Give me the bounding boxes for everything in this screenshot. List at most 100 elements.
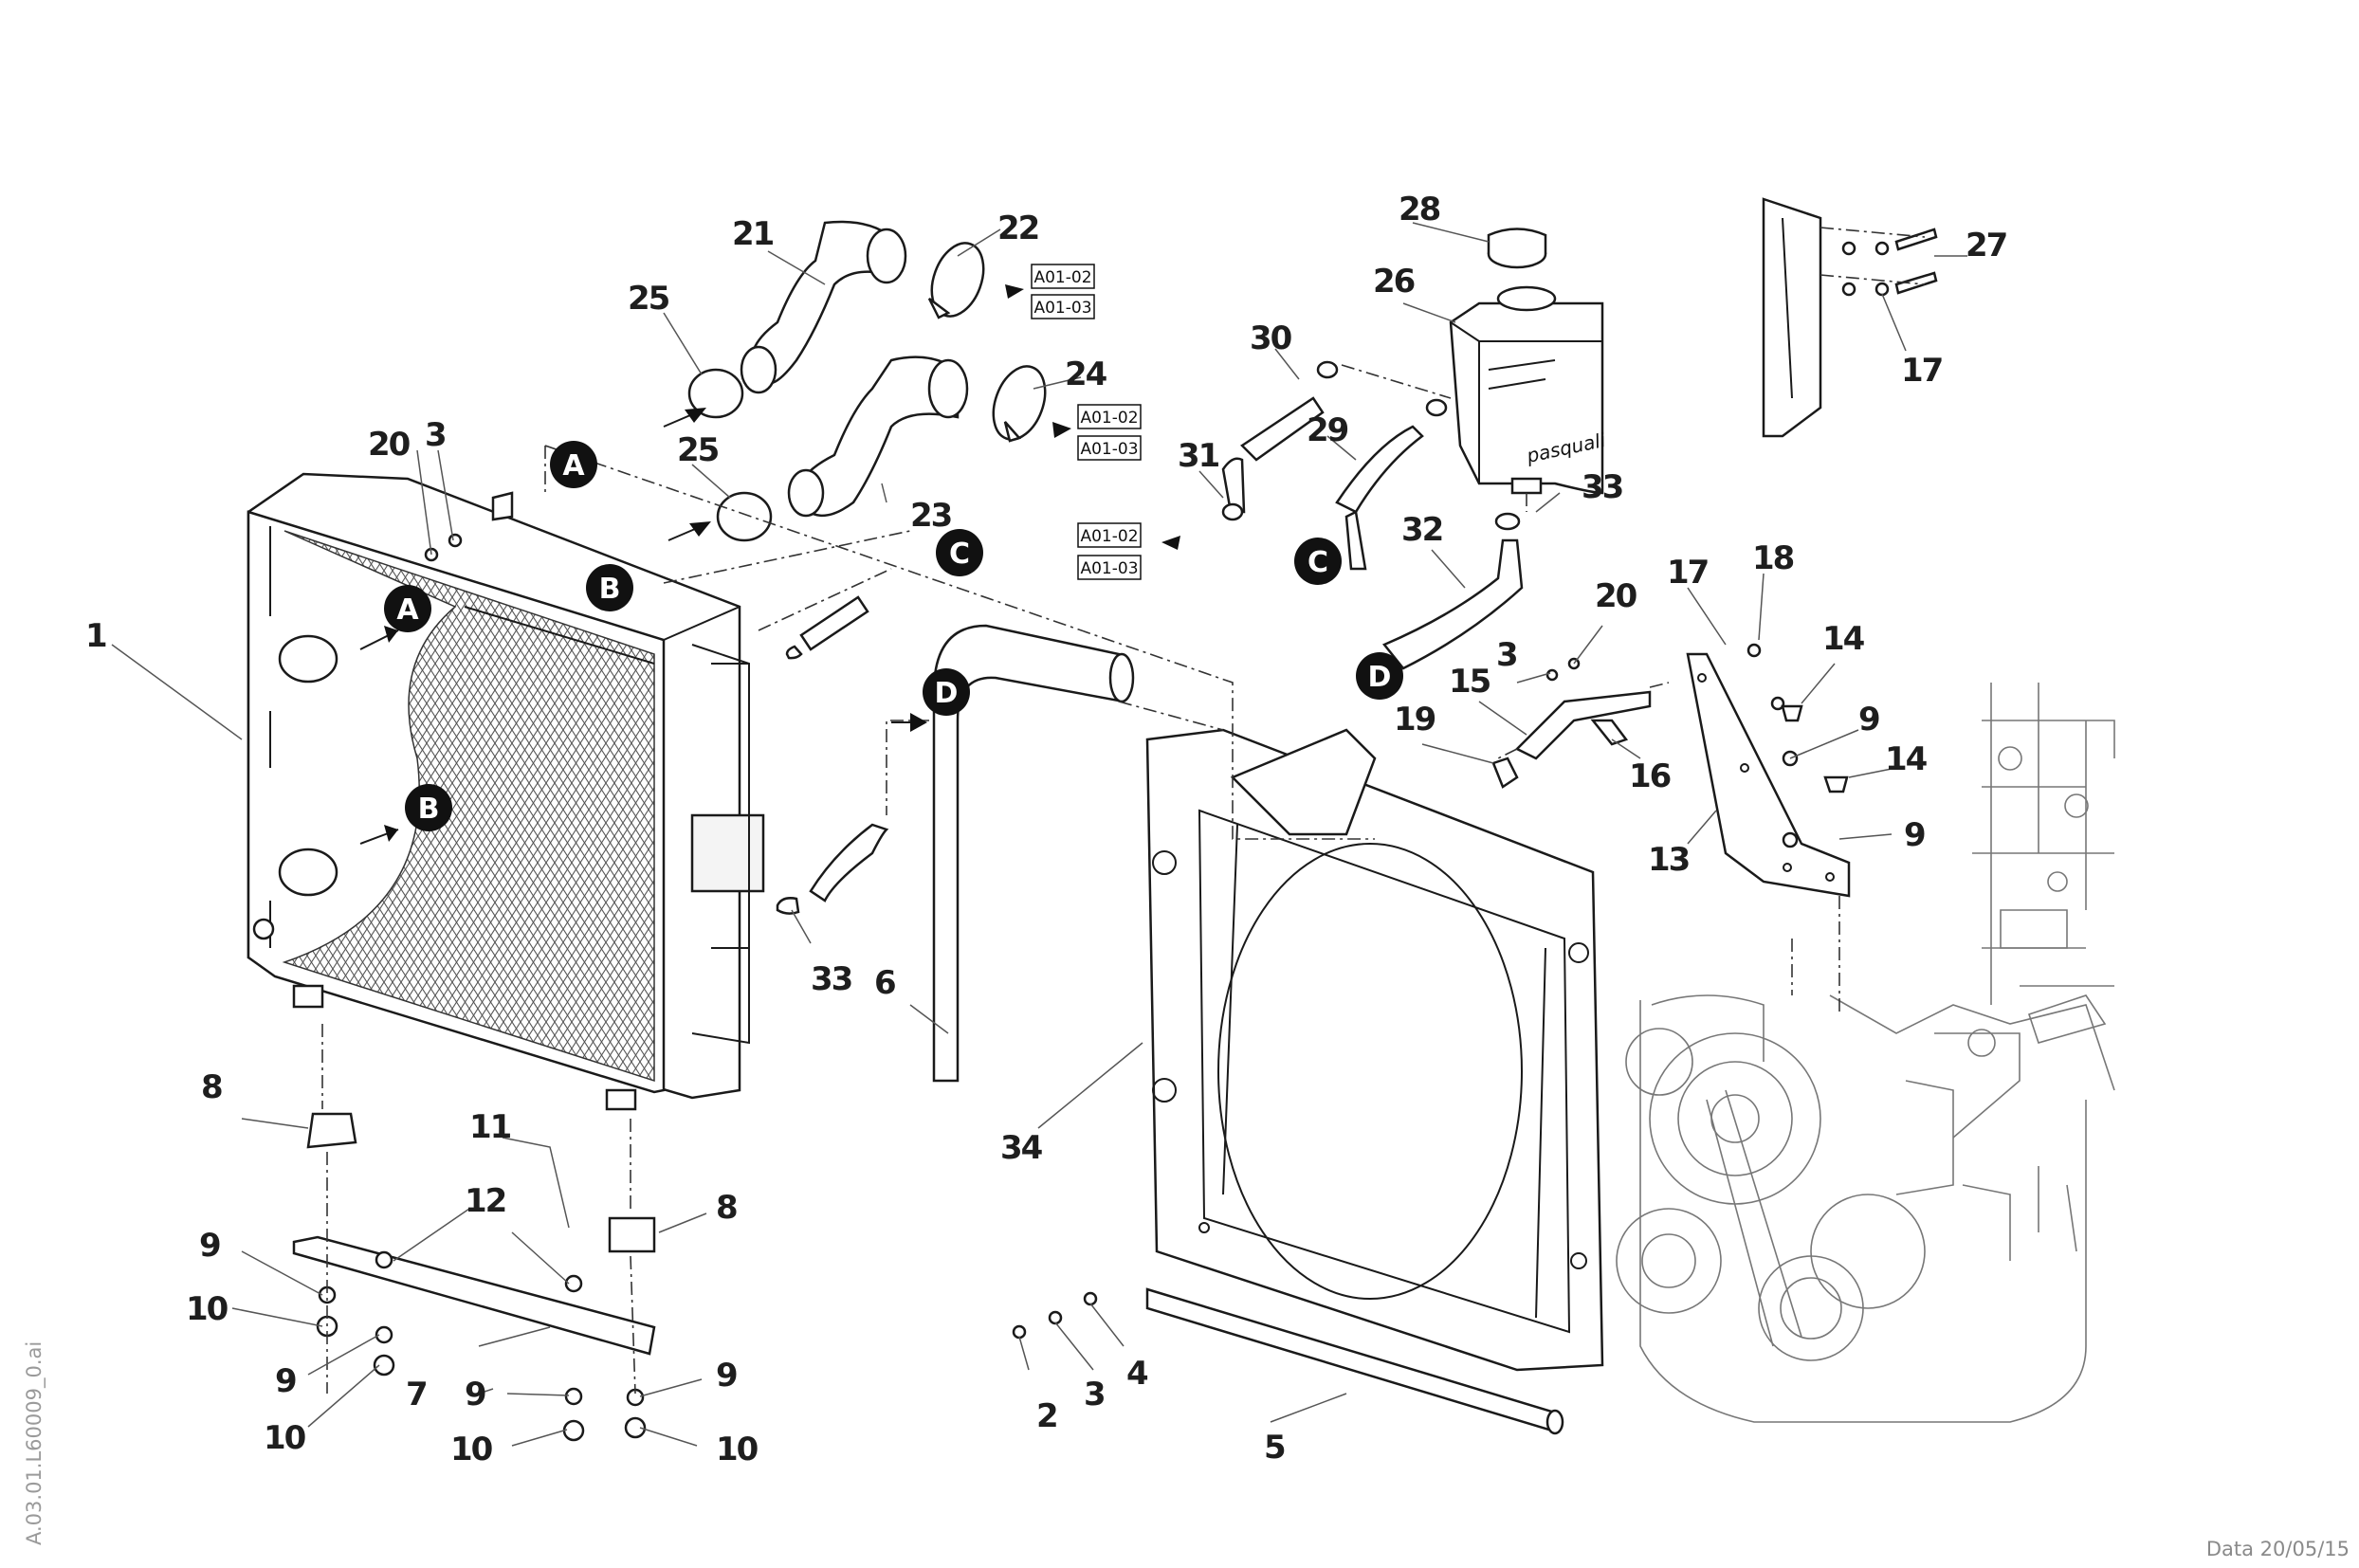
bypass-hose	[776, 823, 889, 915]
part-number-labels: 1 20 3 21 22 25 25 24 23 33 6 34 2 3 4 5…	[85, 191, 2008, 1468]
filler-cap	[1487, 228, 1547, 269]
label-33: 33	[811, 960, 851, 998]
marker-c-tank: C	[1294, 538, 1342, 585]
ref-box-24a: A01-02	[1077, 404, 1142, 429]
label-1: 1	[85, 617, 106, 655]
label-9: 9	[1904, 816, 1925, 854]
label-20: 20	[1595, 577, 1637, 615]
lower-hose	[787, 356, 969, 518]
svg-text:B: B	[418, 793, 440, 826]
marker-b-radiator: B	[405, 784, 452, 831]
marker-a-radiator: A	[384, 585, 431, 632]
label-10: 10	[716, 1431, 759, 1468]
label-14: 14	[1822, 620, 1865, 658]
label-3: 3	[1496, 636, 1517, 674]
hose-clamps	[687, 242, 1047, 542]
label-27: 27	[1966, 227, 2006, 264]
svg-text:A: A	[562, 449, 585, 483]
svg-text:A01-03: A01-03	[1080, 559, 1138, 578]
ref-box-22a: A01-02	[1031, 264, 1095, 289]
label-17: 17	[1667, 554, 1708, 592]
marker-a-top: A	[550, 441, 597, 488]
label-26: 26	[1373, 263, 1415, 301]
label-10: 10	[264, 1419, 306, 1457]
assembly-lines	[321, 227, 1926, 1395]
label-5: 5	[1264, 1429, 1285, 1467]
label-2: 2	[1036, 1397, 1057, 1435]
label-15: 15	[1449, 663, 1490, 701]
rubber-mounts	[306, 757, 1519, 1253]
label-24: 24	[1065, 356, 1107, 393]
label-6: 6	[874, 964, 895, 1002]
fixing-plate-bracket	[1762, 197, 1822, 438]
small-clamps	[1221, 360, 1521, 531]
svg-text:C: C	[1308, 546, 1328, 579]
label-12: 12	[465, 1182, 505, 1220]
label-9: 9	[275, 1362, 296, 1400]
engine-outline	[1616, 683, 2115, 1423]
label-13: 13	[1648, 841, 1689, 879]
label-3: 3	[425, 416, 446, 454]
label-14: 14	[1885, 740, 1928, 778]
ref-box-31b: A01-03	[1077, 555, 1142, 580]
fan-shroud	[1145, 728, 1604, 1372]
svg-text:D: D	[935, 677, 959, 710]
label-16: 16	[1629, 757, 1671, 795]
label-leaders	[111, 222, 1967, 1447]
label-20: 20	[368, 426, 411, 464]
label-31: 31	[1178, 437, 1219, 475]
label-25: 25	[628, 280, 669, 318]
svg-text:A01-02: A01-02	[1080, 527, 1138, 546]
tank-bracket	[1514, 690, 1652, 760]
label-21: 21	[732, 215, 774, 253]
label-22: 22	[997, 210, 1038, 247]
label-9: 9	[199, 1227, 220, 1265]
label-8: 8	[716, 1189, 737, 1227]
ref-box-24b: A01-03	[1077, 435, 1142, 461]
label-25: 25	[677, 431, 719, 469]
label-28: 28	[1399, 191, 1440, 228]
svg-text:C: C	[949, 538, 970, 571]
label-32: 32	[1401, 511, 1442, 549]
flow-arrows	[359, 284, 1180, 845]
label-10: 10	[186, 1290, 229, 1328]
svg-text:A01-03: A01-03	[1080, 440, 1138, 459]
label-7: 7	[406, 1376, 427, 1413]
seal-strip	[1145, 1287, 1564, 1435]
label-34: 34	[1000, 1129, 1043, 1167]
svg-text:D: D	[1368, 661, 1392, 694]
radiator	[247, 472, 765, 1111]
label-29: 29	[1307, 411, 1348, 449]
label-9: 9	[465, 1376, 485, 1413]
marker-d-tank: D	[1356, 652, 1403, 700]
expansion-tank: pasquali	[1449, 285, 1608, 495]
svg-text:A01-02: A01-02	[1033, 268, 1091, 287]
svg-text:A01-02: A01-02	[1080, 409, 1138, 428]
label-33: 33	[1582, 468, 1622, 506]
label-18: 18	[1752, 539, 1794, 577]
marker-d-pipe: D	[923, 668, 970, 716]
cross-reference-boxes: A01-02 A01-03 A01-02 A01-03 A01-02 A01-0…	[1031, 264, 1142, 580]
ref-box-31a: A01-02	[1077, 522, 1142, 548]
label-19: 19	[1394, 701, 1436, 738]
label-30: 30	[1250, 319, 1292, 357]
label-3: 3	[1084, 1376, 1105, 1413]
drawing-code: A.03.01.L60009_0.ai	[23, 1340, 46, 1545]
marker-b-top: B	[586, 564, 633, 611]
reference-markers: A A B B C C D D	[384, 441, 1403, 831]
mounting-bar	[292, 1235, 656, 1356]
label-9: 9	[716, 1357, 737, 1395]
marker-c-hose: C	[936, 529, 983, 576]
date-stamp: Data 20/05/15	[2205, 1538, 2350, 1560]
short-hose	[785, 595, 869, 660]
label-23: 23	[910, 497, 951, 535]
label-4: 4	[1126, 1355, 1148, 1393]
label-17: 17	[1901, 352, 1942, 390]
svg-text:A: A	[396, 593, 419, 627]
engine-bracket	[1686, 652, 1851, 898]
label-10: 10	[450, 1431, 493, 1468]
fasteners	[316, 228, 1938, 1442]
tank-hoses	[1221, 396, 1524, 670]
upper-hose	[740, 220, 907, 394]
